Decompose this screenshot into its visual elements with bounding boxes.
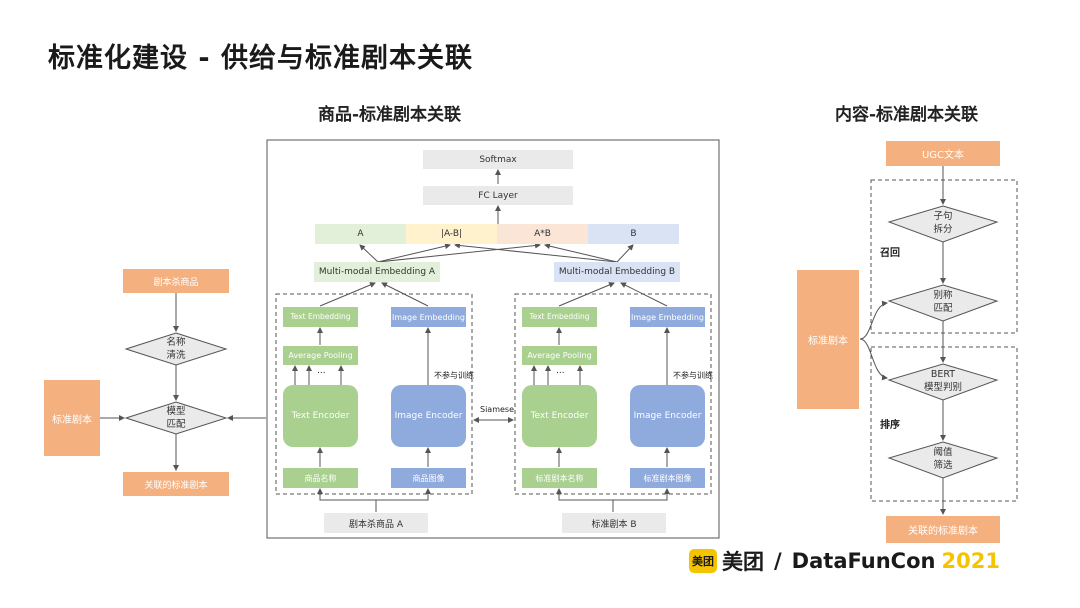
tower-b-no-train-label: 不参与训练 (673, 371, 713, 380)
softmax-box: Softmax (423, 150, 573, 169)
rank-label: 排序 (880, 420, 900, 431)
page-title: 标准化建设 - 供给与标准剧本关联 (48, 43, 474, 74)
tower-b-bottom-input: 标准剧本 B (562, 513, 666, 533)
tower-b-image-encoder: Image Encoder (630, 385, 705, 447)
conference-logo: 美团 美团 / DataFunCon 2021 (689, 547, 1000, 575)
left-section-title: 商品-标准剧本关联 (318, 105, 462, 125)
right-diamond-split-label: 子句拆分 (933, 211, 953, 235)
tower-a-bottom-input: 剧本杀商品 A (324, 513, 428, 533)
siamese-label: Siamese (480, 405, 515, 414)
embedding-b-box: Multi-modal Embedding B (554, 262, 680, 282)
ugc-text-box: UGC文本 (886, 141, 1000, 166)
tower-b-image-input: 标准剧本图像 (630, 468, 705, 488)
right-diamond-alias-label: 别称匹配 (933, 290, 953, 314)
model-frame (266, 139, 720, 539)
tower-a-image-encoder: Image Encoder (391, 385, 466, 447)
embedding-a-box: Multi-modal Embedding A (314, 262, 440, 282)
tower-b-text-input: 标准剧本名称 (522, 468, 597, 488)
tower-a-text-embedding: Text Embedding (283, 307, 358, 327)
logo-year: 2021 (941, 549, 1000, 573)
tower-a-image-embedding: Image Embedding (391, 307, 466, 327)
tower-b-avg-pooling: Average Pooling (522, 346, 597, 365)
right-source-box: 标准剧本 (797, 270, 859, 409)
fc-layer-box: FC Layer (423, 186, 573, 205)
feature-abs-diff: |A-B| (406, 224, 497, 244)
tower-b-text-encoder: Text Encoder (522, 385, 597, 447)
feature-b: B (588, 224, 679, 244)
tower-a-text-encoder: Text Encoder (283, 385, 358, 447)
right-output-box: 关联的标准剧本 (886, 516, 1000, 543)
tower-a-avg-pooling: Average Pooling (283, 346, 358, 365)
tower-a-image-input: 商品图像 (391, 468, 466, 488)
tower-b-image-embedding: Image Embedding (630, 307, 705, 327)
meituan-brand-text: 美团 (722, 550, 764, 574)
tower-a-dots: ... (317, 366, 326, 376)
tower-a-frame (275, 293, 473, 495)
tower-a-no-train-label: 不参与训练 (434, 371, 474, 380)
left-diamond-match-label: 模型匹配 (166, 406, 186, 430)
rank-frame (870, 346, 1018, 502)
recall-frame (870, 179, 1018, 334)
right-diamond-threshold-label: 阈值筛选 (933, 447, 953, 471)
meituan-logo-badge: 美团 (689, 549, 717, 573)
datafuncon-text: DataFunCon (791, 549, 936, 573)
left-output-box: 关联的标准剧本 (123, 472, 229, 496)
tower-b-frame (514, 293, 712, 495)
left-source-box: 剧本杀商品 (123, 269, 229, 293)
left-diamond-clean-label: 名称清洗 (166, 337, 186, 361)
tower-a-text-input: 商品名称 (283, 468, 358, 488)
logo-slash: / (774, 549, 782, 573)
recall-label: 召回 (880, 248, 900, 259)
tower-b-dots: ... (556, 366, 565, 376)
feature-a: A (315, 224, 406, 244)
right-section-title: 内容-标准剧本关联 (835, 105, 979, 125)
tower-b-text-embedding: Text Embedding (522, 307, 597, 327)
left-input-box: 标准剧本 (44, 380, 100, 456)
feature-product: A*B (497, 224, 588, 244)
